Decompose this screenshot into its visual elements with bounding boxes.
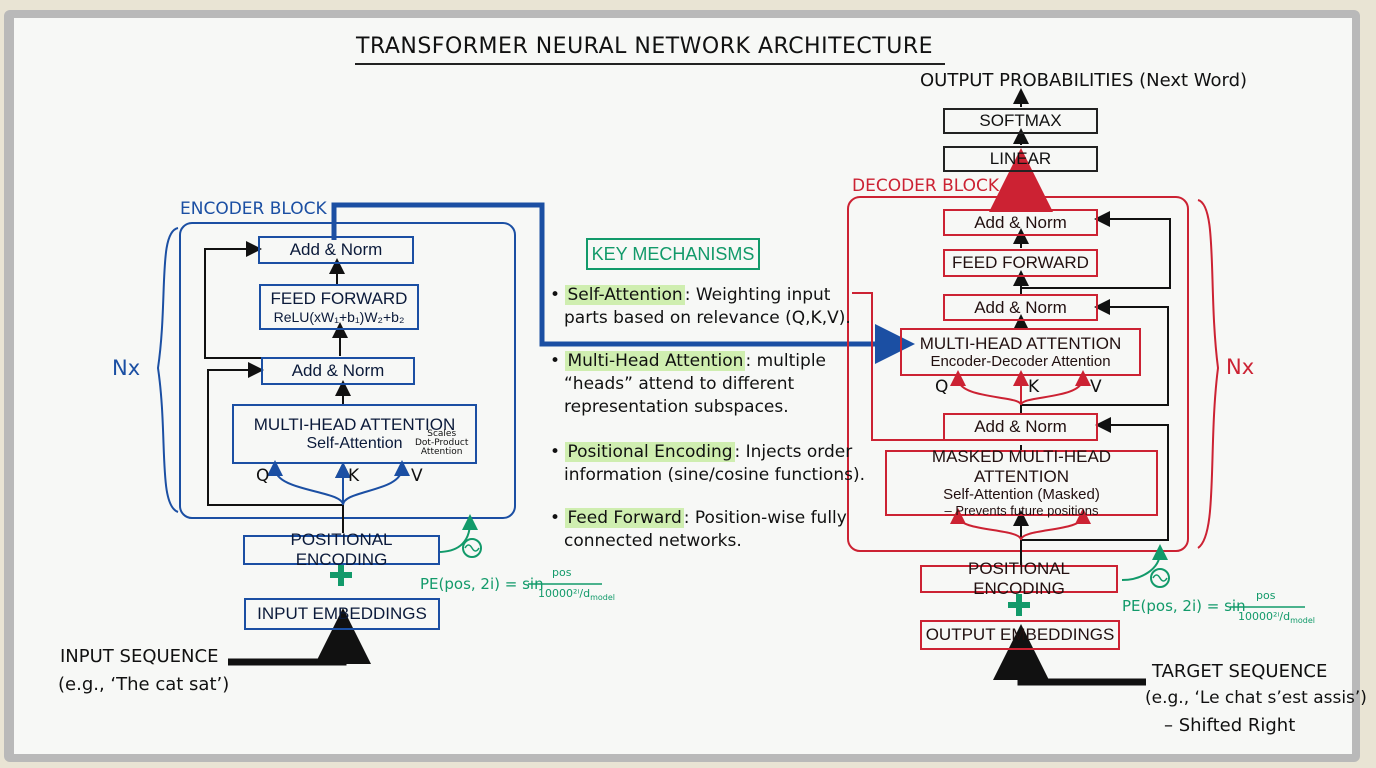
shifted-right-note: – Shifted Right xyxy=(1164,715,1296,736)
encoder-q-label: Q xyxy=(256,466,270,486)
encoder-pe-denominator: 10000²ⁱ/dmodel xyxy=(538,587,615,603)
input-sequence-label: INPUT SEQUENCE xyxy=(60,646,219,667)
encoder-add-norm-top: Add & Norm xyxy=(258,236,414,264)
decoder-add-norm-3: Add & Norm xyxy=(943,413,1098,441)
linear-box: LINEAR xyxy=(943,146,1098,172)
encoder-plus-icon xyxy=(330,564,352,586)
key-item-positional-encoding: • Positional Encoding: Injects order inf… xyxy=(550,442,865,485)
input-sequence-example: (e.g., ‘The cat sat’) xyxy=(58,674,230,695)
encoder-v-label: V xyxy=(411,466,423,486)
encoder-k-label: K xyxy=(348,466,360,486)
decoder-q-label: Q xyxy=(935,377,949,397)
encoder-positional-encoding: POSITIONAL ENCODING xyxy=(243,530,440,569)
decoder-pe-formula: PE(pos, 2i) = sin xyxy=(1122,597,1246,615)
masked-multi-head-attention: MASKED MULTI-HEAD ATTENTION Self-Attenti… xyxy=(885,447,1158,518)
encoder-add-norm-mid: Add & Norm xyxy=(261,357,415,385)
decoder-positional-encoding: POSITIONAL ENCODING xyxy=(920,559,1118,598)
key-item-self-attention: • Self-Attention: Weighting input parts … xyxy=(550,285,851,328)
encoder-block-label: ENCODER BLOCK xyxy=(180,199,327,219)
output-probabilities-label: OUTPUT PROBABILITIES (Next Word) xyxy=(920,70,1248,91)
encoder-feed-forward: FEED FORWARD ReLU(xW₁+b₁)W₂+b₂ xyxy=(259,284,419,330)
feed-forward-formula: ReLU(xW₁+b₁)W₂+b₂ xyxy=(273,308,405,325)
output-embeddings: OUTPUT EMBEDDINGS xyxy=(920,620,1120,650)
encoder-nx-label: Nx xyxy=(112,356,141,380)
decoder-plus-icon xyxy=(1008,594,1030,616)
target-sequence-example: (e.g., ‘Le chat s’est assis’) xyxy=(1145,688,1367,708)
encoder-multi-head-attention: MULTI-HEAD ATTENTION Self-Attention xyxy=(232,404,477,464)
board-surface xyxy=(14,18,1352,754)
softmax-box: SOFTMAX xyxy=(943,108,1098,134)
decoder-k-label: K xyxy=(1028,377,1040,397)
decoder-feed-forward: FEED FORWARD xyxy=(943,249,1098,277)
decoder-v-label: V xyxy=(1090,377,1102,397)
decoder-pe-denominator: 10000²ⁱ/dmodel xyxy=(1238,610,1315,626)
encoder-block-outline xyxy=(179,222,516,519)
decoder-add-norm-2: Add & Norm xyxy=(943,294,1098,321)
decoder-add-norm-1: Add & Norm xyxy=(943,209,1098,236)
encoder-pe-formula: PE(pos, 2i) = sin xyxy=(420,575,544,593)
diagram-title: TRANSFORMER NEURAL NETWORK ARCHITECTURE xyxy=(356,34,934,59)
encoder-pe-numerator: pos xyxy=(552,566,572,579)
decoder-block-label: DECODER BLOCK xyxy=(852,176,1000,196)
input-embeddings: INPUT EMBEDDINGS xyxy=(244,598,440,630)
decoder-pe-numerator: pos xyxy=(1256,589,1276,602)
key-item-multi-head-attention: • Multi-Head Attention: multiple “heads”… xyxy=(550,351,827,417)
key-item-feed-forward: • Feed Forward: Position-wise fully conn… xyxy=(550,508,847,551)
decoder-nx-label: Nx xyxy=(1226,355,1255,379)
key-mechanisms-heading: KEY MECHANISMS xyxy=(586,238,760,270)
decoder-multi-head-attention: MULTI-HEAD ATTENTION Encoder-Decoder Att… xyxy=(900,328,1141,376)
target-sequence-label: TARGET SEQUENCE xyxy=(1152,661,1328,682)
